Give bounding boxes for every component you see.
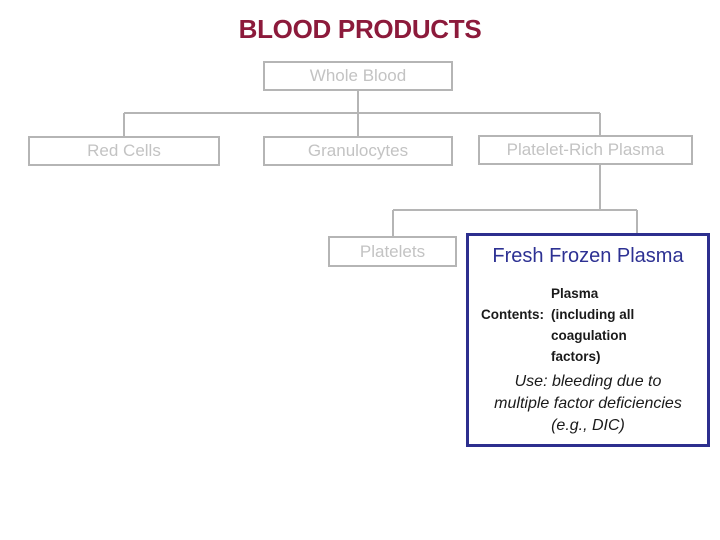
ffp-contents-row: Contents: Plasma (including all coagulat… — [469, 283, 707, 367]
node-whole-blood: Whole Blood — [263, 61, 453, 91]
node-platelets: Platelets — [328, 236, 457, 267]
page-title: BLOOD PRODUCTS — [238, 14, 482, 44]
ffp-use-note: Use: bleeding due to multiple factor def… — [494, 373, 682, 434]
node-granulocytes: Granulocytes — [263, 136, 453, 166]
ffp-contents-label: Contents: — [481, 307, 544, 322]
ffp-contents-value: Plasma (including all coagulation factor… — [551, 286, 635, 364]
node-fresh-frozen-plasma: Fresh Frozen Plasma Contents: Plasma (in… — [466, 233, 710, 447]
node-red-cells: Red Cells — [28, 136, 220, 166]
node-platelet-rich-plasma: Platelet-Rich Plasma — [478, 135, 693, 165]
ffp-title: Fresh Frozen Plasma — [492, 245, 684, 267]
